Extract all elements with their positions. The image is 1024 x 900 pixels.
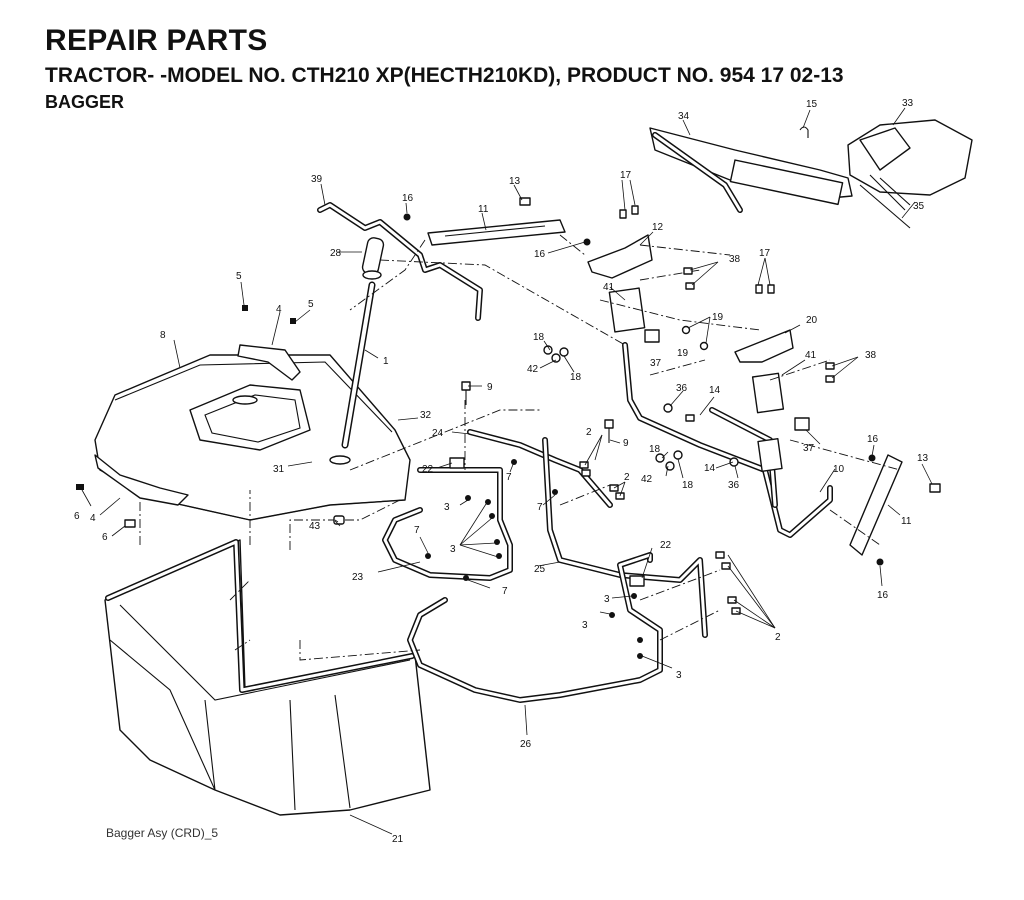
label-36b: 36	[728, 480, 740, 491]
label-9a: 9	[487, 382, 493, 393]
label-18d: 18	[682, 480, 694, 491]
assembly-lines	[139, 234, 901, 661]
label-20: 20	[806, 315, 818, 326]
label-4a: 4	[276, 304, 282, 315]
label-37a: 37	[650, 358, 662, 369]
label-14b: 14	[704, 463, 716, 474]
label-13b: 13	[917, 453, 929, 464]
label-43: 43	[309, 521, 321, 532]
label-18b: 18	[570, 372, 582, 383]
label-17b: 17	[759, 248, 771, 259]
label-3b: 3	[450, 544, 456, 555]
label-2c: 2	[775, 632, 781, 643]
callout-labels: 1 2 2 2 3 3 3 3 3 4 4 5 5 6 6 7 7 7 7 8 …	[74, 98, 929, 845]
latch-4-top	[237, 344, 301, 381]
frame-24	[467, 429, 613, 508]
label-23: 23	[352, 572, 364, 583]
frame-26	[407, 552, 663, 703]
label-4b: 4	[90, 513, 96, 524]
label-41b: 41	[805, 350, 817, 361]
label-18a: 18	[533, 332, 545, 343]
label-11b: 11	[901, 516, 912, 527]
label-28: 28	[330, 248, 342, 259]
label-2b: 2	[624, 472, 630, 483]
label-37b: 37	[803, 443, 815, 454]
fasteners	[76, 197, 941, 659]
bracket-right	[849, 454, 903, 556]
page-subtitle: TRACTOR- -MODEL NO. CTH210 XP(HECTH210KD…	[45, 64, 844, 87]
label-15: 15	[806, 99, 818, 110]
label-25: 25	[534, 564, 546, 575]
label-19a: 19	[712, 312, 724, 323]
label-6a: 6	[74, 511, 80, 522]
label-7a: 7	[506, 472, 512, 483]
frame-23	[382, 467, 513, 581]
hinge-bracket-12	[587, 234, 653, 279]
label-9b: 9	[623, 438, 629, 449]
label-38a: 38	[729, 254, 741, 265]
label-8: 8	[160, 330, 166, 341]
label-35: 35	[913, 201, 925, 212]
label-16a: 16	[402, 193, 414, 204]
label-26: 26	[520, 739, 532, 750]
label-42a: 42	[527, 364, 539, 375]
label-13a: 13	[509, 176, 521, 187]
label-11a: 11	[478, 204, 489, 215]
label-16d: 16	[877, 590, 889, 601]
label-7d: 7	[502, 586, 508, 597]
label-5a: 5	[236, 271, 242, 282]
bag-lid	[94, 354, 411, 521]
label-36a: 36	[676, 383, 688, 394]
label-31: 31	[273, 464, 285, 475]
grass-bag	[104, 539, 431, 816]
dump-rod	[341, 237, 385, 449]
latch-4-left	[94, 454, 189, 506]
hinge-bracket-20	[734, 329, 794, 363]
label-19b: 19	[677, 348, 689, 359]
label-2a: 2	[586, 427, 592, 438]
label-39: 39	[311, 174, 323, 185]
label-12: 12	[652, 222, 664, 233]
label-33: 33	[902, 98, 914, 109]
label-5b: 5	[308, 299, 314, 310]
label-38b: 38	[865, 350, 877, 361]
leader-lines	[81, 107, 933, 835]
label-16c: 16	[867, 434, 879, 445]
bracket-top	[427, 219, 566, 246]
label-3e: 3	[604, 594, 610, 605]
page-title: REPAIR PARTS	[45, 24, 268, 57]
label-3d: 3	[676, 670, 682, 681]
label-3a: 3	[444, 502, 450, 513]
label-1: 1	[383, 356, 389, 367]
label-3c: 3	[582, 620, 588, 631]
label-41a: 41	[603, 282, 615, 293]
label-22a: 22	[422, 464, 434, 475]
label-10: 10	[833, 464, 845, 475]
label-21: 21	[392, 834, 404, 845]
mounting-frame	[608, 287, 833, 538]
inset-hitch-assembly	[649, 119, 973, 229]
label-42b: 42	[641, 474, 653, 485]
diagram-caption: Bagger Asy (CRD)_5	[106, 826, 218, 840]
label-6b: 6	[102, 532, 108, 543]
label-32: 32	[420, 410, 432, 421]
handle-tube	[317, 202, 483, 321]
label-34: 34	[678, 111, 690, 122]
label-16b: 16	[534, 249, 546, 260]
label-7c: 7	[414, 525, 420, 536]
label-14a: 14	[709, 385, 721, 396]
label-18c: 18	[649, 444, 661, 455]
label-24: 24	[432, 428, 444, 439]
label-7b: 7	[537, 502, 543, 513]
section-title: BAGGER	[45, 92, 125, 112]
label-17a: 17	[620, 170, 632, 181]
label-22b: 22	[660, 540, 672, 551]
